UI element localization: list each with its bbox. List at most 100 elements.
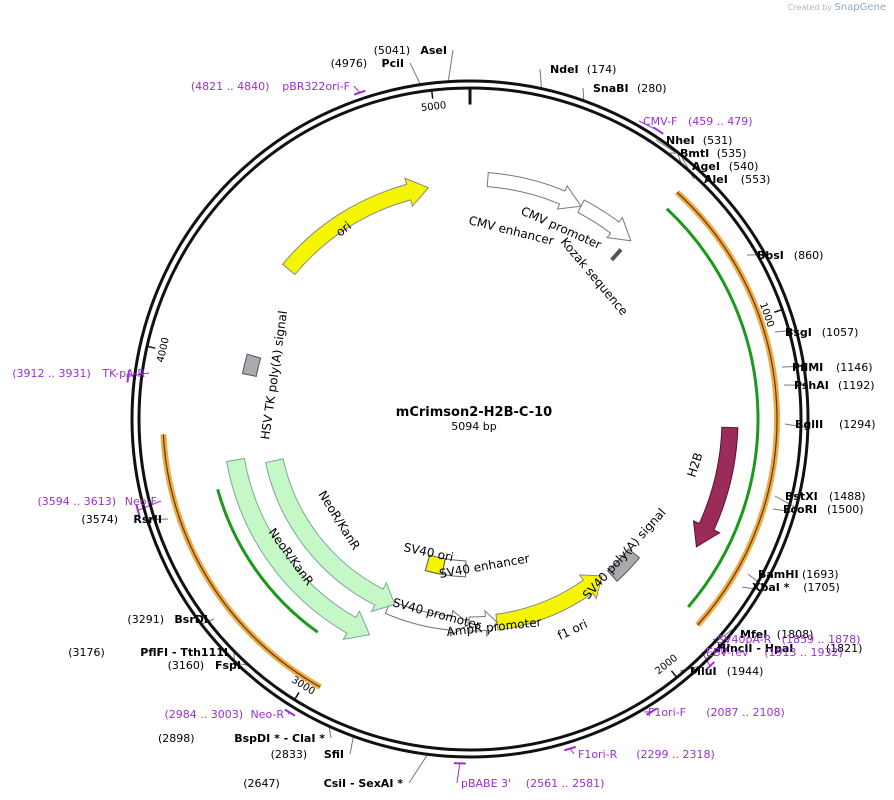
feature-neor-kanr-inner <box>265 458 396 613</box>
primer-neo-f-range: (3594 .. 3613) <box>37 495 116 508</box>
site-sfii-leader <box>349 734 355 755</box>
primer-f1ori-r-leader-mark <box>564 745 577 752</box>
site-pcii-name: PciI <box>382 57 404 70</box>
feature-label-h2b: H2B <box>685 451 706 479</box>
primer-f1ori-r-range: (2299 .. 2318) <box>636 748 715 761</box>
orange-arc-core-1 <box>162 434 321 688</box>
site-alei-position: (553) <box>741 173 771 186</box>
primer-f1ori-f-range: (2087 .. 2108) <box>706 706 785 719</box>
site-hincii-hpai-position: (1821) <box>826 642 863 655</box>
site-ndei-leader <box>539 68 543 91</box>
feature-label-sv40-polya: SV40 poly(A) signal <box>580 506 669 602</box>
site-pflfi-tth111i-name: PflFI - Tth111I <box>140 646 228 659</box>
site-bsrdi-position: (3291) <box>127 613 164 626</box>
feature-label-f1-ori: f1 ori <box>555 617 589 643</box>
tick-1000 <box>774 308 784 313</box>
site-csii-sexai-position: (2647) <box>243 777 280 790</box>
primer-f1ori-r-name: F1ori-R <box>578 748 618 761</box>
snapgene-logo: SnapGene <box>834 2 886 13</box>
credit-prefix: Created by <box>787 3 832 12</box>
tick-label-2000: 2000 <box>653 653 680 677</box>
tick-2000 <box>670 670 678 679</box>
feature-neor-kanr-outer <box>226 457 371 641</box>
primer-neo-r-range: (2984 .. 3003) <box>164 708 243 721</box>
primer-pbr322ori-f-name: pBR322ori-F <box>282 80 350 93</box>
site-bmti-name: BmtI <box>680 147 709 160</box>
site-bmti-position: (535) <box>717 147 747 160</box>
site-bspdi-clai-name: BspDI * - ClaI * <box>234 732 325 745</box>
site-mfei-position: (1808) <box>777 628 814 641</box>
primer-f1ori-f-name: F1ori-F <box>648 706 686 719</box>
site-xbai-position: (1705) <box>803 581 840 594</box>
primer-tk-pa-r-range: (3912 .. 3931) <box>12 367 91 380</box>
site-snabi-position: (280) <box>637 82 667 95</box>
site-sfii-name: SfiI <box>324 748 344 761</box>
site-hincii-hpai-name: HincII - HpaI <box>717 642 793 655</box>
site-bglii-name: BglII <box>795 418 823 431</box>
feature-f1-ori <box>495 574 603 631</box>
feature-ampr-promoter <box>468 609 498 638</box>
primer-cmv-f-range: (459 .. 479) <box>688 115 753 128</box>
feature-sv40-polya <box>606 548 641 582</box>
site-xbai-leader <box>741 586 761 591</box>
site-pcii-position: (4976) <box>331 57 368 70</box>
site-bsgi-leader <box>774 329 795 333</box>
site-bsgi-position: (1057) <box>822 326 859 339</box>
site-pflmi-leader <box>781 365 803 368</box>
site-bbsi-name: BbsI <box>757 249 784 262</box>
primer-pbr322ori-f-leader <box>353 85 361 93</box>
site-bbsi-position: (860) <box>794 249 824 262</box>
site-agei-position: (540) <box>729 160 759 173</box>
backbone-outer <box>130 79 810 759</box>
snapgene-credit: Created by SnapGene <box>788 2 886 13</box>
leader-lines <box>126 49 807 784</box>
site-ecori-position: (1500) <box>827 503 864 516</box>
primer-neo-f-name: Neo-F <box>125 495 157 508</box>
site-fspi-name: FspI <box>215 659 241 672</box>
site-nhei-position: (531) <box>703 134 733 147</box>
site-snabi-name: SnaBI <box>593 82 629 95</box>
site-mfei-name: MfeI <box>740 628 767 641</box>
site-mlui-name: MluI <box>690 665 717 678</box>
feature-cmv-enhancer <box>486 172 582 210</box>
feature-ori <box>281 177 430 276</box>
site-bglii-position: (1294) <box>839 418 876 431</box>
primer-sv40pa-r-leader-mark <box>721 644 731 655</box>
site-bamhi-position: (1693) <box>802 568 839 581</box>
site-mlui-position: (1944) <box>727 665 764 678</box>
primer-neo-r-leader-mark <box>284 708 296 717</box>
backbone-inner <box>137 86 803 752</box>
site-bsrdi-name: BsrDI <box>174 613 208 626</box>
site-fspi-position: (3160) <box>168 659 205 672</box>
site-fspi-leader <box>239 663 248 666</box>
site-ndei-position: (174) <box>587 63 617 76</box>
primer-pbabe-3-name: pBABE 3' <box>461 777 511 790</box>
site-pflmi-position: (1146) <box>836 361 873 374</box>
primer-ebv-rev-leader-mark <box>705 661 715 671</box>
site-bspdi-clai-position: (2898) <box>158 732 195 745</box>
primer-pbr322ori-f-range: (4821 .. 4840) <box>191 80 270 93</box>
site-pshai-name: PshAI <box>794 379 829 392</box>
plasmid-size: 5094 bp <box>451 420 496 433</box>
primer-neo-r-name: Neo-R <box>250 708 284 721</box>
primer-tk-pa-r-name: TK-pA-R <box>101 367 145 380</box>
primer-cmv-f-leader-mark <box>652 126 664 135</box>
feature-hsv-tk-polya <box>241 353 262 377</box>
tick-3000 <box>293 692 300 701</box>
primer-pbabe-3-range: (2561 .. 2581) <box>526 777 605 790</box>
plasmid-name: mCrimson2-H2B-C-10 <box>396 405 552 420</box>
site-sfii-position: (2833) <box>271 748 308 761</box>
site-rsrii-name: RsrII <box>133 513 162 526</box>
primer-neo-f-leader-mark <box>135 504 141 517</box>
site-pshai-position: (1192) <box>838 379 875 392</box>
primer-ebv-rev-range: (1913 .. 1932) <box>764 646 843 659</box>
primer-f1ori-f-leader-mark <box>645 707 658 716</box>
site-xbai-name: XbaI * <box>752 581 790 594</box>
tick-label-4000: 4000 <box>156 336 172 363</box>
site-ecori-leader <box>772 508 794 513</box>
feature-cmv-promoter <box>577 199 632 242</box>
feature-label-hsv-tk-polya: HSV TK poly(A) signal <box>258 310 290 441</box>
primer-sv40pa-r-name: SV40pA-R <box>717 633 772 646</box>
tick-5000 <box>430 89 434 99</box>
primer-ebv-rev-name: EBV-rev <box>706 646 749 659</box>
